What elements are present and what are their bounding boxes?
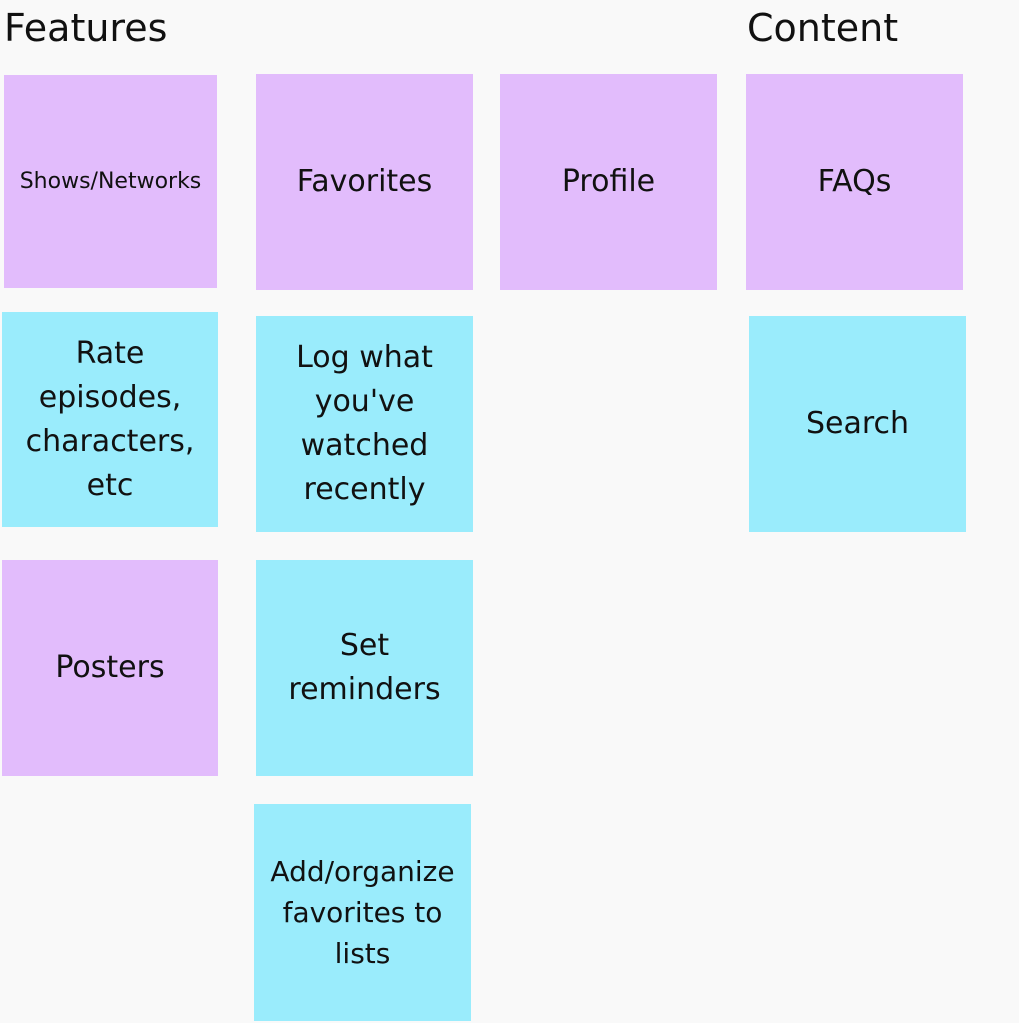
sticky-note-rate-episodes[interactable]: Rate episodes, characters, etc: [2, 312, 218, 527]
sticky-note-label: Profile: [561, 164, 656, 199]
sticky-note-label: Favorites: [296, 164, 433, 199]
sticky-note-label: Add/organize favorites to lists: [270, 855, 455, 970]
sticky-note-label: Rate episodes, characters, etc: [25, 335, 195, 503]
sticky-note-profile[interactable]: Profile: [500, 74, 717, 290]
sticky-note-label: Set reminders: [288, 628, 441, 707]
sticky-note-set-reminders[interactable]: Set reminders: [256, 560, 473, 776]
sticky-note-label: Shows/Networks: [19, 168, 202, 194]
sticky-note-add-organize[interactable]: Add/organize favorites to lists: [254, 804, 471, 1021]
sticky-note-search[interactable]: Search: [749, 316, 966, 532]
sticky-note-log-watched[interactable]: Log what you've watched recently: [256, 316, 473, 532]
sticky-note-label: Posters: [55, 650, 165, 685]
sticky-note-posters[interactable]: Posters: [2, 560, 218, 776]
sticky-note-label: Log what you've watched recently: [296, 340, 433, 507]
content-heading: Content: [747, 6, 899, 50]
sticky-note-label: FAQs: [817, 164, 892, 199]
sticky-note-favorites[interactable]: Favorites: [256, 74, 473, 290]
features-heading: Features: [4, 6, 168, 50]
sticky-note-faqs[interactable]: FAQs: [746, 74, 963, 290]
sticky-note-label: Search: [805, 406, 910, 441]
sticky-note-shows-networks[interactable]: Shows/Networks: [4, 75, 217, 288]
